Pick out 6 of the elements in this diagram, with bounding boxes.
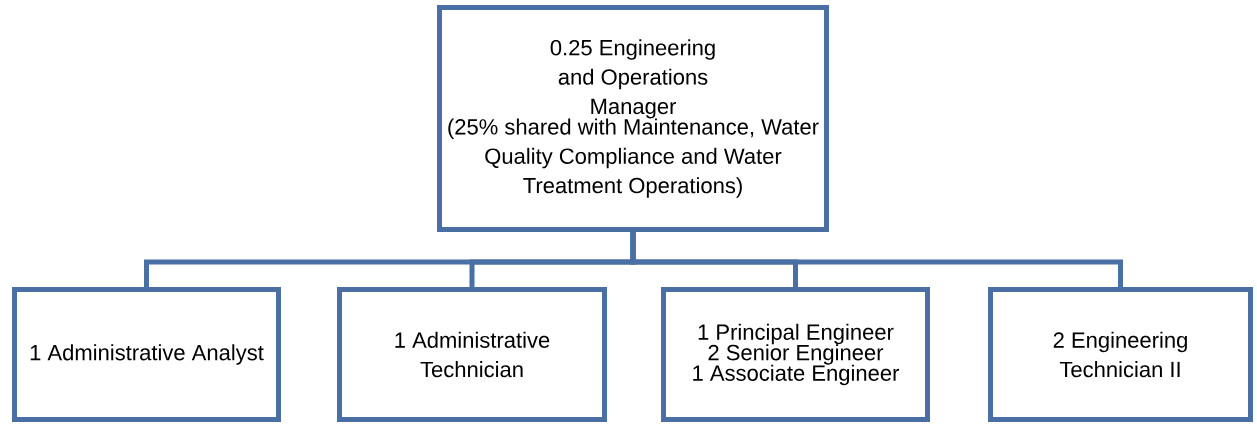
position-box: 2 Engineering Technician II: [988, 287, 1253, 422]
connector-line: [630, 232, 1123, 287]
manager-box: 0.25 Engineering and Operations Manager (25% shared with Maintenance, Water Quality Compliance and Water Treatment Operations): [437, 5, 829, 232]
position-box: 1 Administrative Technician: [337, 287, 607, 422]
position-box: 1 Administrative Analyst: [12, 287, 281, 422]
position-box: 1 Principal Engineer 2 Senior Engineer 1 Associate Engineer: [661, 287, 930, 422]
